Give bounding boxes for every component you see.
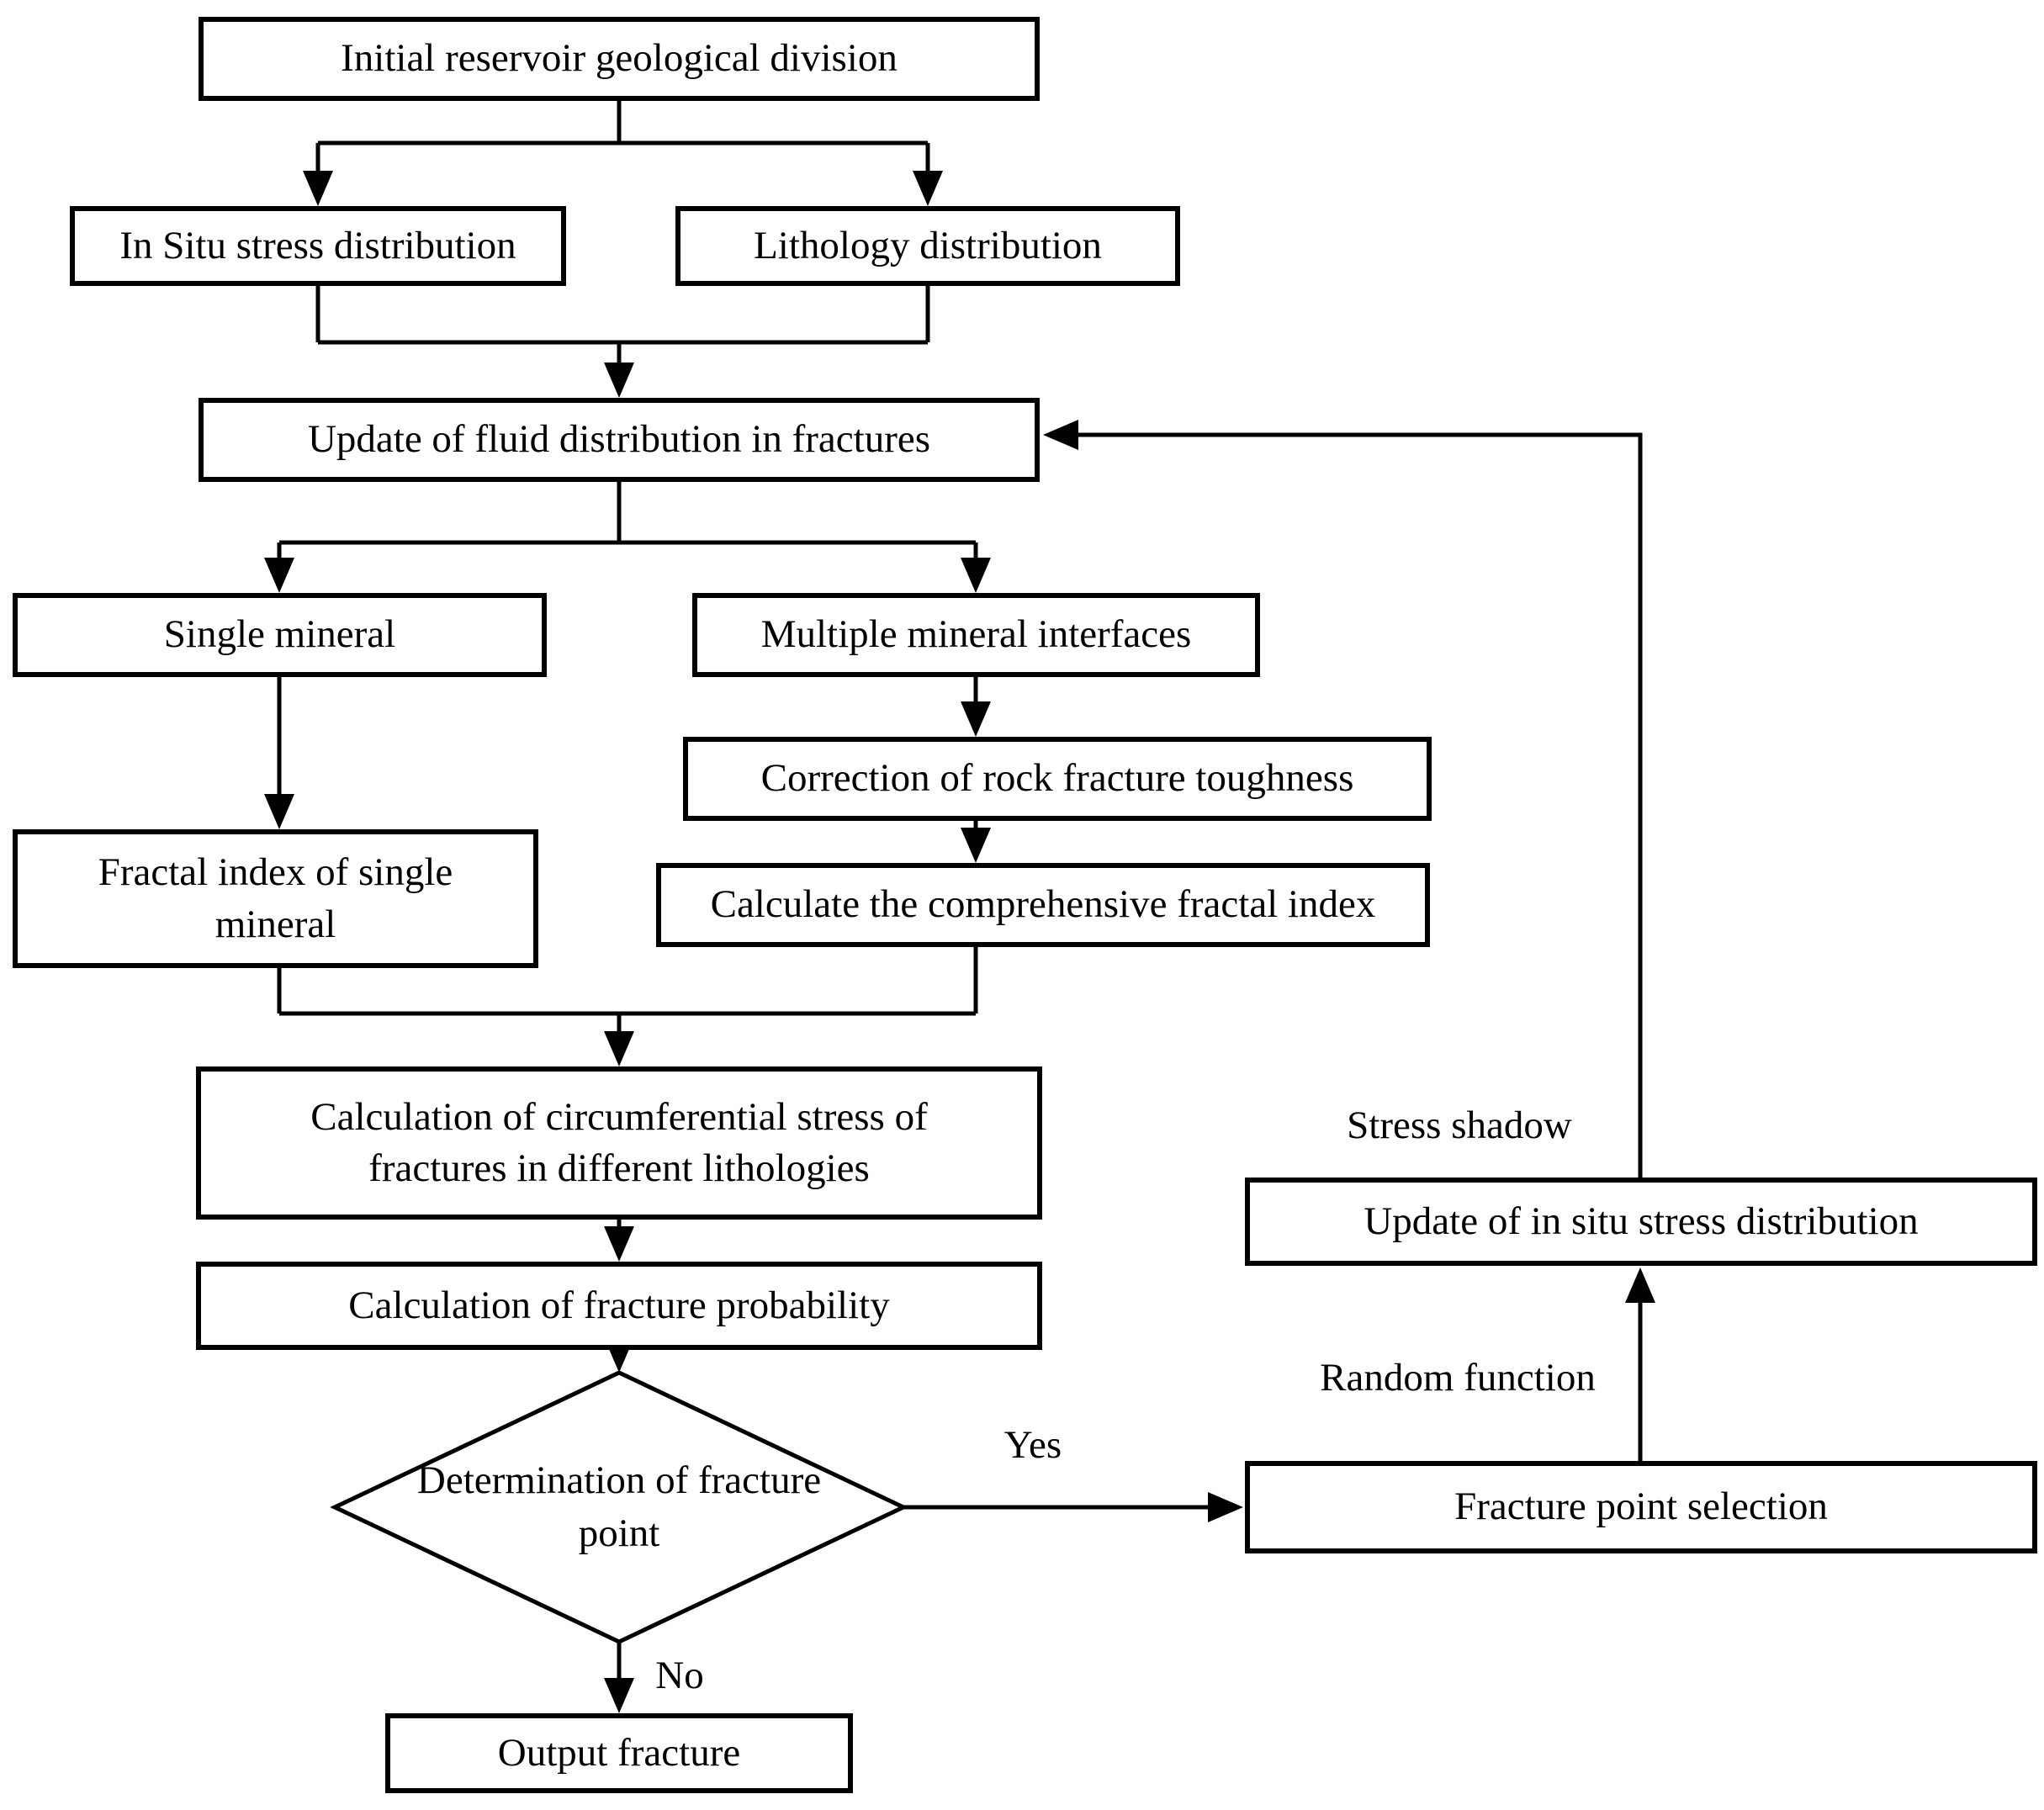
node-label-line1: Determination of fracture (416, 1458, 822, 1502)
node-label-line1: Calculation of circumferential stress of (310, 1094, 928, 1139)
node-label: Output fracture (497, 1730, 741, 1775)
edge-label-yes: Yes (1003, 1422, 1062, 1467)
node-correction-rock-fracture-toughness: Correction of rock fracture toughness (683, 737, 1432, 821)
node-circumferential-stress-calculation: Calculation of circumferential stress of… (196, 1066, 1042, 1220)
edge-label-no: No (655, 1653, 704, 1697)
node-label: Update of fluid distribution in fracture… (307, 417, 931, 462)
node-lithology-distribution: Lithology distribution (675, 206, 1180, 286)
node-label: Correction of rock fracture toughness (760, 756, 1354, 801)
node-label-line2: mineral (214, 902, 336, 946)
node-label-line2: fractures in different lithologies (368, 1146, 870, 1190)
node-label-line2: point (578, 1511, 660, 1555)
node-calculate-comprehensive-fractal-index: Calculate the comprehensive fractal inde… (656, 863, 1430, 947)
node-label: Initial reservoir geological division (341, 36, 898, 81)
node-single-mineral: Single mineral (13, 593, 547, 677)
node-label: Calculation of fracture probability (348, 1283, 890, 1327)
node-label-line1: Fractal index of single (98, 850, 453, 895)
node-label: Lithology distribution (754, 223, 1102, 267)
node-update-fluid-distribution: Update of fluid distribution in fracture… (199, 398, 1040, 482)
node-multiple-mineral-interfaces: Multiple mineral interfaces (692, 593, 1260, 677)
edge-label-stress-shadow: Stress shadow (1347, 1103, 1572, 1147)
node-label: Calculate the comprehensive fractal inde… (710, 882, 1376, 927)
node-label: Single mineral (163, 612, 396, 657)
node-output-fracture: Output fracture (385, 1713, 853, 1793)
node-label: Fracture point selection (1454, 1485, 1828, 1529)
node-in-situ-stress-distribution: In Situ stress distribution (70, 206, 566, 286)
node-fracture-probability-calculation: Calculation of fracture probability (196, 1262, 1042, 1350)
node-update-in-situ-stress-distribution: Update of in situ stress distribution (1245, 1178, 2037, 1266)
node-fractal-index-single-mineral: Fractal index of single mineral (13, 829, 538, 968)
edge-label-random-function: Random function (1320, 1355, 1596, 1400)
node-fracture-point-selection: Fracture point selection (1245, 1461, 2037, 1553)
node-determination-of-fracture-point: Determination of fracture point (367, 1440, 871, 1574)
node-initial-reservoir-geological-division: Initial reservoir geological division (199, 17, 1040, 101)
node-label: Update of in situ stress distribution (1364, 1199, 1919, 1243)
node-label: Multiple mineral interfaces (760, 612, 1192, 657)
node-label: In Situ stress distribution (119, 223, 516, 267)
